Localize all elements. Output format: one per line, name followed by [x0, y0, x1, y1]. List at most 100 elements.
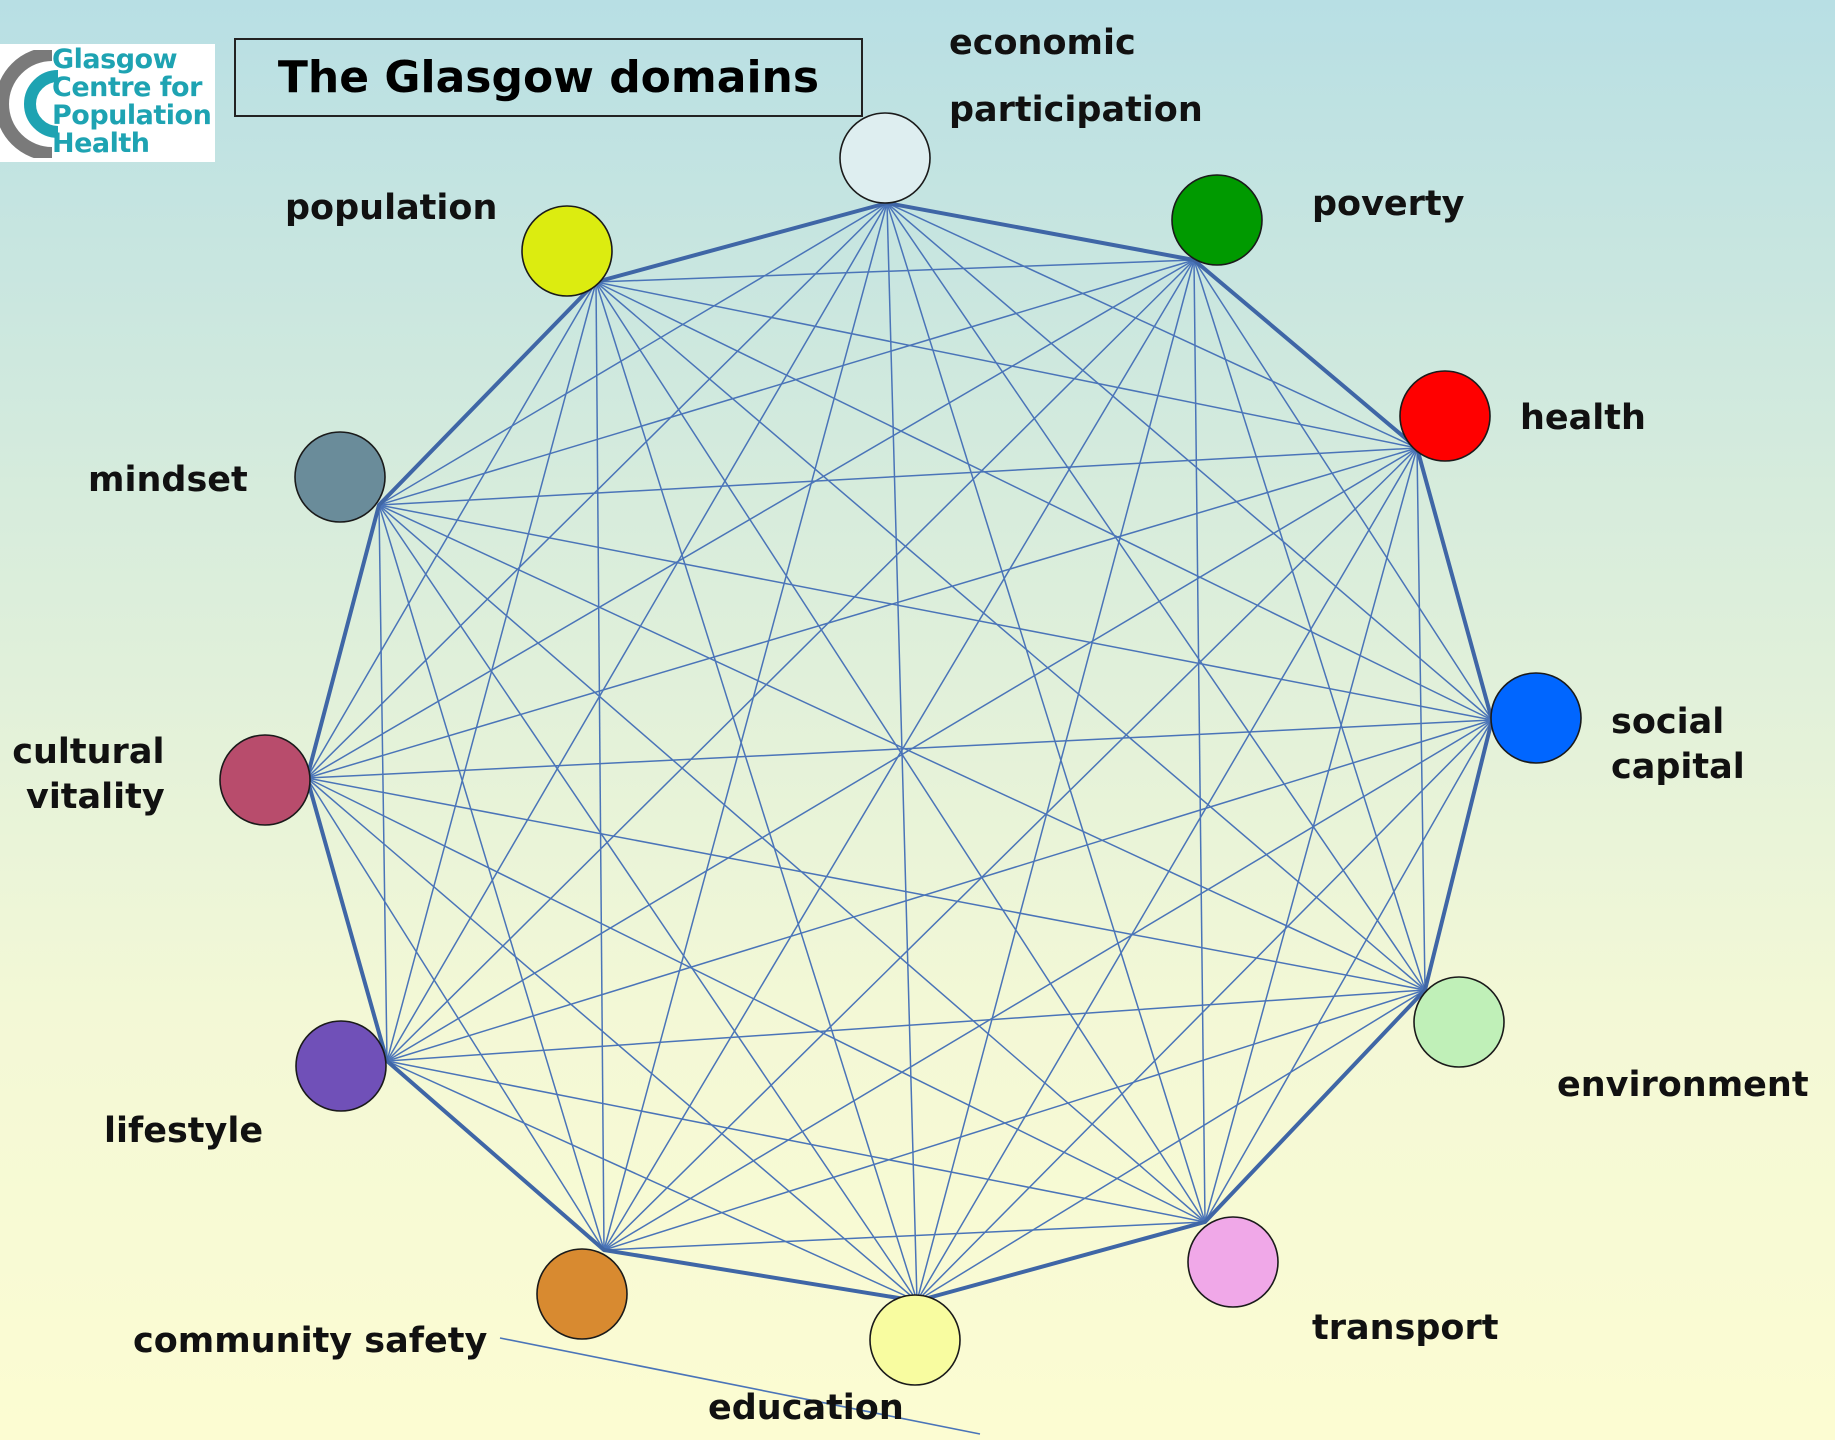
- gcph-logo: Glasgow Centre for Population Health: [0, 44, 215, 162]
- logo-line: Glasgow: [52, 44, 178, 75]
- connection-line: [886, 202, 1418, 449]
- node-community-safety: [536, 1248, 628, 1340]
- connection-line: [378, 504, 1493, 721]
- label-health: health: [1520, 396, 1646, 441]
- connection-line: [378, 504, 388, 1062]
- logo-line: Centre for: [52, 72, 202, 103]
- label-line: social: [1611, 702, 1725, 742]
- label-line: lifestyle: [104, 1111, 264, 1151]
- connection-line: [306, 447, 1418, 779]
- node-lifestyle: [295, 1020, 387, 1112]
- connection-line: [603, 719, 1493, 1251]
- connection-line: [378, 504, 1426, 991]
- label-cultural-vitality: cultural vitality: [12, 730, 165, 820]
- page-title: The Glasgow domains: [277, 52, 820, 103]
- label-line: environment: [1557, 1065, 1809, 1105]
- logo-wordmark: Glasgow Centre for Population Health: [52, 44, 212, 159]
- connection-line: [386, 1060, 1206, 1223]
- node-cultural-vitality: [219, 734, 311, 826]
- node-economic-participation: [839, 112, 931, 204]
- connection-line: [603, 202, 888, 1251]
- label-education: education: [708, 1386, 904, 1431]
- connection-line: [1204, 447, 1418, 1223]
- connection-line: [1204, 719, 1493, 1223]
- connection-line: [1416, 447, 1426, 991]
- connection-line: [306, 777, 1206, 1223]
- node-population: [521, 205, 613, 297]
- label-population: population: [285, 186, 497, 231]
- label-social-capital: social capital: [1611, 700, 1745, 790]
- connection-line: [1193, 259, 1493, 721]
- connection-line: [386, 281, 597, 1062]
- label-line: capital: [1611, 747, 1745, 787]
- connection-line: [595, 281, 605, 1251]
- connection-line: [386, 202, 888, 1062]
- connection-line: [378, 504, 1206, 1223]
- connection-line: [386, 1060, 918, 1302]
- label-environment: environment: [1557, 1063, 1809, 1108]
- connection-line: [386, 259, 1195, 1062]
- connection-line: [886, 202, 1206, 1223]
- connection-line: [916, 719, 1493, 1302]
- label-line: participation: [949, 90, 1203, 130]
- connection-line: [378, 504, 918, 1302]
- domain-nodes: [219, 112, 1582, 1386]
- connection-line: [306, 777, 1426, 991]
- connection-line: [603, 259, 1195, 1251]
- label-line: transport: [1312, 1308, 1499, 1348]
- connection-line: [916, 447, 1418, 1302]
- logo-arc-icon: [0, 50, 59, 158]
- label-line: poverty: [1312, 184, 1465, 224]
- connection-line: [916, 259, 1195, 1302]
- connection-line: [306, 259, 1195, 779]
- connection-lines: [306, 202, 1493, 1302]
- label-mindset: mindset: [88, 458, 248, 503]
- connection-line: [306, 777, 918, 1302]
- logo-line: Population: [52, 100, 212, 131]
- node-health: [1399, 370, 1491, 462]
- logo-line: Health: [52, 128, 150, 159]
- connection-line: [595, 281, 1206, 1223]
- connection-line: [306, 719, 1493, 779]
- connection-line: [595, 259, 1195, 283]
- connection-line: [603, 1221, 1206, 1251]
- outline-polygon: [305, 201, 1494, 1303]
- node-poverty: [1171, 174, 1263, 266]
- node-transport: [1187, 1216, 1279, 1308]
- connection-line: [886, 202, 918, 1302]
- label-line: health: [1520, 398, 1646, 438]
- connection-line: [1193, 259, 1206, 1223]
- label-line: cultural: [12, 732, 165, 772]
- node-education: [869, 1294, 961, 1386]
- connection-line: [1193, 259, 1426, 991]
- connection-line: [378, 202, 888, 506]
- connection-line: [916, 989, 1426, 1302]
- connection-line: [595, 281, 918, 1302]
- stray-connector-line: [499, 1337, 981, 1435]
- label-line: mindset: [88, 460, 248, 500]
- label-transport: transport: [1312, 1306, 1498, 1351]
- connection-line: [595, 281, 1418, 449]
- label-economic-participation: economic participation: [949, 10, 1203, 144]
- connection-line: [603, 447, 1418, 1251]
- connection-line: [378, 259, 1195, 506]
- node-social-capital: [1490, 672, 1582, 764]
- label-line: economic: [949, 23, 1136, 63]
- label-line: population: [285, 188, 498, 228]
- connection-line: [306, 281, 597, 779]
- label-lifestyle: lifestyle: [104, 1109, 263, 1154]
- connection-line: [306, 777, 605, 1251]
- connection-line: [378, 447, 1418, 506]
- title-box: The Glasgow domains: [234, 38, 863, 117]
- connection-line: [595, 281, 1493, 721]
- label-line: community safety: [133, 1321, 488, 1361]
- connection-line: [378, 504, 605, 1251]
- label-poverty: poverty: [1312, 182, 1464, 227]
- node-environment: [1413, 976, 1505, 1068]
- polygon-outline: [305, 201, 1494, 1303]
- label-community-safety: community safety: [133, 1319, 487, 1364]
- connection-line: [886, 202, 1426, 991]
- label-line: vitality: [26, 777, 165, 817]
- connection-line: [603, 989, 1426, 1251]
